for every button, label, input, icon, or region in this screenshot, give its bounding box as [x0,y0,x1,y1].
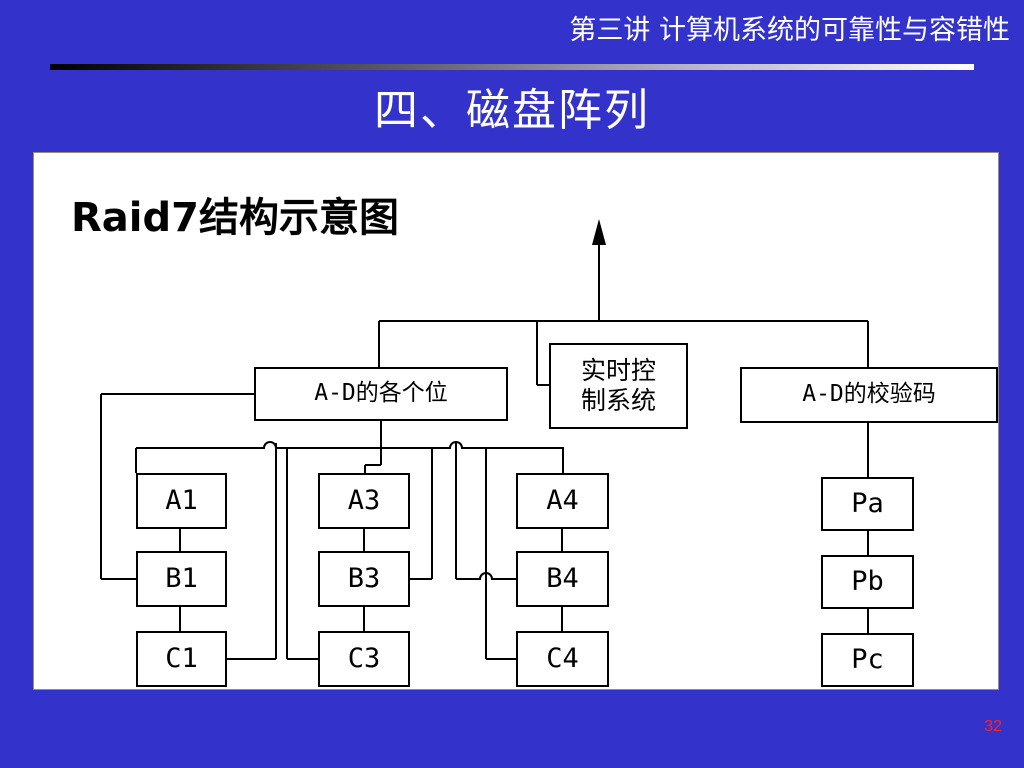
disk-b1: B1 [136,551,227,607]
data-bits-bus-box: A-D的各个位 [254,367,508,421]
connector-lines [100,219,869,660]
page-number: 32 [984,718,1002,735]
disk-c3-label: C3 [347,642,381,674]
disk-pb-label: Pb [851,565,884,597]
header-divider [50,64,974,70]
disk-b4: B4 [516,551,609,607]
disk-c3: C3 [318,631,410,687]
parity-code-label: A-D的校验码 [802,381,936,408]
raid7-diagram: Raid7结构示意图 实时控 制系统 A-D的各个位 A-D的校验码 A1 B1… [33,152,999,690]
disk-c4: C4 [516,631,609,687]
lecture-title: 第三讲 计算机系统的可靠性与容错性 [569,15,1010,46]
data-bits-bus-label: A-D的各个位 [314,380,448,407]
disk-c4-label: C4 [546,642,579,674]
controller-label-line1: 实时控 [580,356,656,385]
disk-a3-label: A3 [347,484,381,516]
arrow-head-icon [592,219,606,245]
parity-code-box: A-D的校验码 [740,367,998,423]
disk-a3: A3 [318,473,410,529]
disk-c1: C1 [136,631,227,687]
disk-a4-label: A4 [546,484,579,516]
disk-pa-label: Pa [851,487,884,519]
disk-pb: Pb [821,555,914,609]
disk-b4-label: B4 [546,562,579,594]
controller-box: 实时控 制系统 [549,343,688,429]
disk-a1: A1 [136,473,227,529]
disk-a4: A4 [516,473,609,529]
disk-pc: Pc [821,633,914,687]
disk-c1-label: C1 [165,642,198,674]
disk-b1-label: B1 [165,562,198,594]
diagram-title: Raid7结构示意图 [71,195,399,241]
disk-a1-label: A1 [165,484,198,516]
controller-label-line2: 制系统 [580,386,656,415]
disk-pa: Pa [821,477,914,531]
disk-b3: B3 [318,551,410,607]
disk-pc-label: Pc [851,643,884,675]
disk-b3-label: B3 [347,562,381,594]
distribution-line [136,441,564,473]
slide-title: 四、磁盘阵列 [374,85,650,136]
